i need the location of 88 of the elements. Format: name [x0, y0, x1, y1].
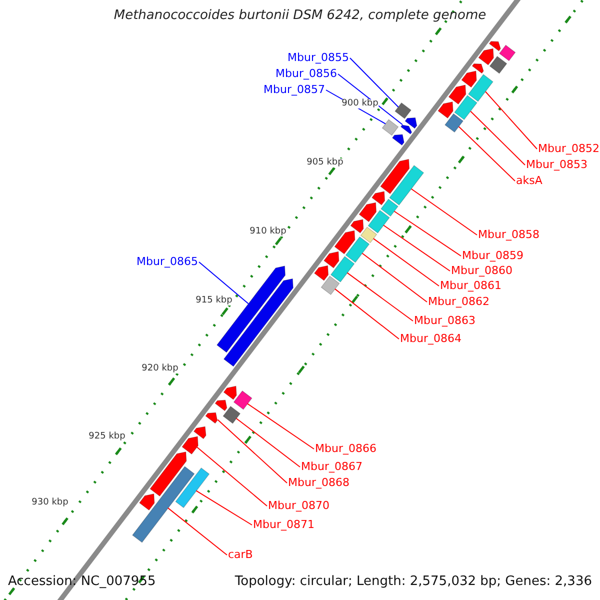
- gene-block: [372, 191, 386, 206]
- leader-line: [362, 252, 428, 302]
- gene-block: [345, 236, 370, 263]
- gene-block: [461, 70, 477, 88]
- gene-block: [454, 95, 478, 120]
- leader-line: [470, 110, 526, 166]
- leader-line: [383, 224, 450, 272]
- gene-block: [193, 426, 206, 440]
- gene-label: Mbur_0870: [268, 500, 330, 511]
- gene-label: Mbur_0871: [253, 519, 314, 530]
- leader-line: [394, 210, 462, 256]
- leader-line: [196, 490, 252, 526]
- gene-block: [233, 390, 252, 410]
- leader-line: [196, 446, 268, 506]
- gene-block: [400, 124, 412, 134]
- diagram-title: Methanococcoides burtonii DSM 6242, complete genome: [114, 9, 486, 22]
- gene-block: [488, 41, 501, 52]
- scale-label: 905 kbp: [306, 158, 344, 168]
- leader-line: [458, 126, 516, 182]
- scale-label: 920 kbp: [142, 364, 178, 374]
- gene-block: [368, 210, 390, 234]
- gene-block: [380, 158, 410, 194]
- gene-block: [389, 165, 424, 206]
- leader-line: [246, 403, 314, 450]
- gene-label: Mbur_0852: [538, 143, 600, 154]
- gene-block: [132, 466, 195, 543]
- gene-block: [216, 266, 286, 353]
- gene-block: [324, 251, 340, 268]
- leader-line: [410, 188, 478, 236]
- gene-label: Mbur_0859: [462, 250, 524, 261]
- gene-label: Mbur_0858: [478, 229, 540, 240]
- gene-block: [139, 493, 155, 511]
- gene-block: [150, 451, 187, 497]
- gene-block: [350, 219, 364, 234]
- leader-line: [372, 238, 440, 286]
- leader-line: [338, 74, 403, 126]
- gene-label: Mbur_0861: [440, 280, 502, 291]
- gene-block: [489, 56, 508, 74]
- leader-line: [167, 507, 228, 556]
- leader-line: [484, 91, 538, 150]
- gene-label: Mbur_0862: [428, 296, 490, 307]
- gene-block: [334, 230, 356, 254]
- gene-label: Mbur_0855: [288, 52, 349, 63]
- scale-label: 930 kbp: [32, 498, 68, 508]
- gene-label: Mbur_0857: [264, 84, 325, 95]
- leader-line: [346, 272, 414, 322]
- scale-label: 910 kbp: [250, 228, 286, 236]
- gene-block: [392, 134, 404, 146]
- gene-block: [360, 226, 378, 244]
- gene-block: [175, 468, 210, 508]
- gene-label: Mbur_0863: [414, 315, 476, 326]
- gene-label: Mbur_0865: [136, 256, 198, 267]
- gene-label: Mbur_0860: [451, 265, 512, 276]
- gene-block: [214, 400, 228, 412]
- leader-line: [350, 58, 399, 108]
- gene-label: Mbur_0853: [526, 159, 588, 170]
- gene-block: [182, 436, 198, 455]
- scale-label: 900 kbp: [342, 100, 378, 108]
- scale-label: 925 kbp: [88, 432, 126, 442]
- gene-label: Mbur_0864: [400, 333, 462, 344]
- gene-block: [330, 256, 355, 282]
- gene-block: [394, 102, 412, 119]
- gene-block: [478, 48, 494, 66]
- leader-line: [236, 418, 300, 468]
- gene-block: [404, 117, 418, 129]
- gene-label: carB: [228, 549, 253, 560]
- leader-line: [217, 419, 288, 484]
- gene-label: Mbur_0856: [276, 68, 337, 79]
- gene-block: [223, 386, 237, 400]
- gene-label: Mbur_0867: [301, 461, 362, 472]
- gene-block: [498, 44, 516, 62]
- gene-block: [468, 74, 494, 102]
- footer-text: Accession: NC_007955: [8, 575, 156, 588]
- footer-text: Topology: circular; Length: 2,575,032 bp; Genes: 2,336: [234, 575, 592, 588]
- scale-label: 915 kbp: [196, 296, 232, 306]
- leader-line: [334, 288, 400, 340]
- gene-label: Mbur_0868: [288, 477, 350, 488]
- leader-line: [198, 262, 249, 304]
- gene-label: aksA: [516, 175, 542, 186]
- gene-block: [444, 113, 464, 133]
- gene-label: Mbur_0866: [315, 443, 376, 454]
- gene-block: [448, 84, 466, 105]
- gene-block: [320, 276, 340, 296]
- gene-block: [380, 198, 398, 217]
- gene-block: [222, 406, 241, 424]
- gene-block: [205, 412, 218, 424]
- gene-block: [358, 202, 377, 222]
- gene-block: [382, 119, 399, 136]
